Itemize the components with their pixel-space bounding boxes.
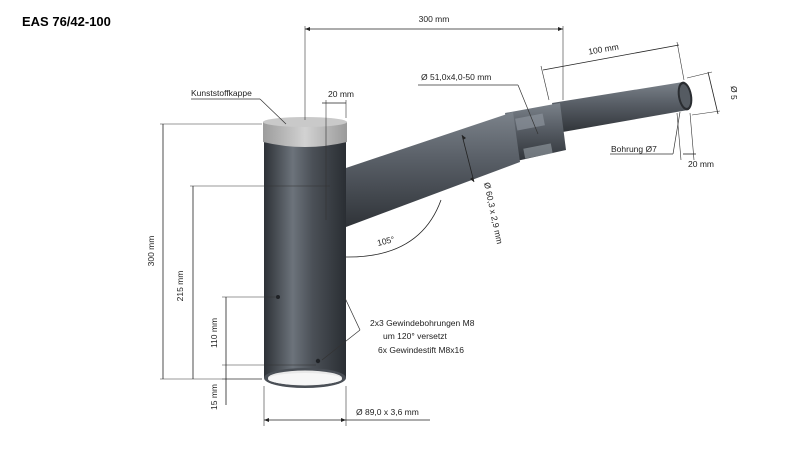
svg-text:Ø 60,3 x 2,9 mm: Ø 60,3 x 2,9 mm	[482, 181, 505, 245]
outer-arm-tube	[552, 81, 693, 133]
dimension-bore-offset: 20 mm	[676, 112, 714, 169]
post-assembly	[263, 81, 693, 388]
svg-text:20 mm: 20 mm	[328, 89, 354, 99]
dimension-height-total: 300 mm	[146, 123, 262, 380]
svg-text:300 mm: 300 mm	[146, 236, 156, 267]
svg-text:20 mm: 20 mm	[688, 159, 714, 169]
sleeve-tube	[505, 103, 566, 162]
dimension-tip-diameter: Ø 5	[686, 71, 739, 116]
svg-text:6x Gewindestift M8x16: 6x Gewindestift M8x16	[378, 345, 464, 355]
thread-hole	[315, 358, 321, 364]
dimension-height-15: 15 mm	[209, 365, 262, 410]
label-threads: 2x3 Gewindebohrungen M8 um 120° versetzt…	[321, 297, 475, 361]
svg-text:Kunststoffkappe: Kunststoffkappe	[191, 88, 252, 98]
svg-text:Ø 51,0x4,0-50 mm: Ø 51,0x4,0-50 mm	[421, 72, 491, 82]
plastic-cap	[263, 117, 347, 147]
label-sleeve: Ø 51,0x4,0-50 mm	[418, 72, 539, 135]
dimension-height-215: 215 mm	[175, 185, 330, 379]
svg-text:100 mm: 100 mm	[587, 41, 619, 56]
dimension-cap-offset: 20 mm	[322, 89, 354, 220]
dimension-base-diameter: Ø 89,0 x 3,6 mm	[263, 386, 430, 426]
dimension-height-110: 110 mm	[209, 296, 316, 366]
svg-text:105°: 105°	[376, 234, 395, 248]
label-bore: Bohrung Ø7	[610, 111, 681, 155]
svg-text:Bohrung Ø7: Bohrung Ø7	[611, 144, 657, 154]
label-cap: Kunststoffkappe	[191, 88, 287, 125]
svg-text:um 120° versetzt: um 120° versetzt	[383, 331, 448, 341]
svg-text:Ø 89,0 x 3,6 mm: Ø 89,0 x 3,6 mm	[356, 407, 419, 417]
thread-hole	[276, 295, 280, 299]
svg-text:2x3 Gewindebohrungen M8: 2x3 Gewindebohrungen M8	[370, 318, 475, 328]
dimension-angle: 105°	[345, 199, 442, 258]
dimension-top-width: 300 mm	[304, 14, 564, 120]
svg-text:300 mm: 300 mm	[419, 14, 450, 24]
svg-text:Ø 5: Ø 5	[729, 86, 739, 100]
vertical-post-tube	[264, 142, 346, 388]
svg-text:15 mm: 15 mm	[209, 384, 219, 410]
svg-text:215 mm: 215 mm	[175, 271, 185, 302]
svg-text:110 mm: 110 mm	[209, 318, 219, 348]
drawing-title: EAS 76/42-100	[22, 14, 111, 29]
